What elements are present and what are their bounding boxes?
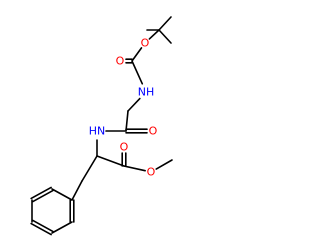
- bond-a19-a20: [69, 199, 75, 223]
- atom-label-o: O: [116, 55, 125, 68]
- bond-line: [155, 159, 173, 170]
- bond-a5-a6: [131, 47, 143, 62]
- bond-a6-a8: [131, 60, 144, 85]
- bond-line: [30, 186, 52, 200]
- atom-label-n: HN: [89, 125, 106, 138]
- bond-line: [96, 155, 125, 167]
- bond-line: [71, 180, 83, 201]
- atom-label-o: O: [149, 125, 158, 138]
- bond-a14-a16: [123, 165, 146, 172]
- bond-line: [158, 16, 172, 31]
- bond-a24-a19: [51, 188, 73, 201]
- bond-a4-a5: [148, 29, 160, 40]
- bond-line: [30, 222, 52, 236]
- bond-a21-a22: [30, 219, 54, 236]
- bond-line: [51, 188, 73, 201]
- bond-a13-a14: [96, 155, 125, 167]
- bond-a23-a24: [30, 186, 54, 203]
- bond-a16-a17: [155, 159, 173, 170]
- atom-label-layer: O O NH O HN O O: [89, 37, 158, 179]
- bond-a14-a15: [121, 152, 127, 167]
- bond-line: [127, 97, 141, 112]
- bond-a20-a21: [51, 221, 73, 234]
- bond-a13-a18: [81, 155, 98, 182]
- atom-label-o: O: [147, 166, 156, 179]
- bond-line: [123, 165, 146, 172]
- atom-label-o: O: [141, 37, 150, 50]
- background: [0, 0, 250, 250]
- molecule-structure-diagram: O O NH O HN O O: [0, 0, 250, 250]
- atom-label-o: O: [120, 141, 129, 154]
- bond-line: [51, 221, 73, 234]
- bond-line: [125, 110, 129, 132]
- bond-line: [81, 155, 98, 182]
- bond-a8-a9: [127, 97, 141, 112]
- bond-line: [131, 47, 143, 62]
- bond-a18-a19: [71, 180, 83, 201]
- bond-line: [131, 60, 144, 85]
- bond-a1-a4: [158, 16, 172, 31]
- atom-label-n: NH: [138, 86, 155, 99]
- bond-line: [32, 219, 54, 233]
- bond-a3-a4: [158, 29, 172, 44]
- bond-a9-a10: [125, 110, 129, 132]
- bond-a6-a7: [125, 58, 133, 64]
- bond-line: [32, 189, 54, 203]
- bond-layer: [30, 16, 173, 236]
- bond-a10-a11: [125, 128, 148, 134]
- bond-line: [158, 29, 172, 44]
- bond-line: [148, 29, 160, 40]
